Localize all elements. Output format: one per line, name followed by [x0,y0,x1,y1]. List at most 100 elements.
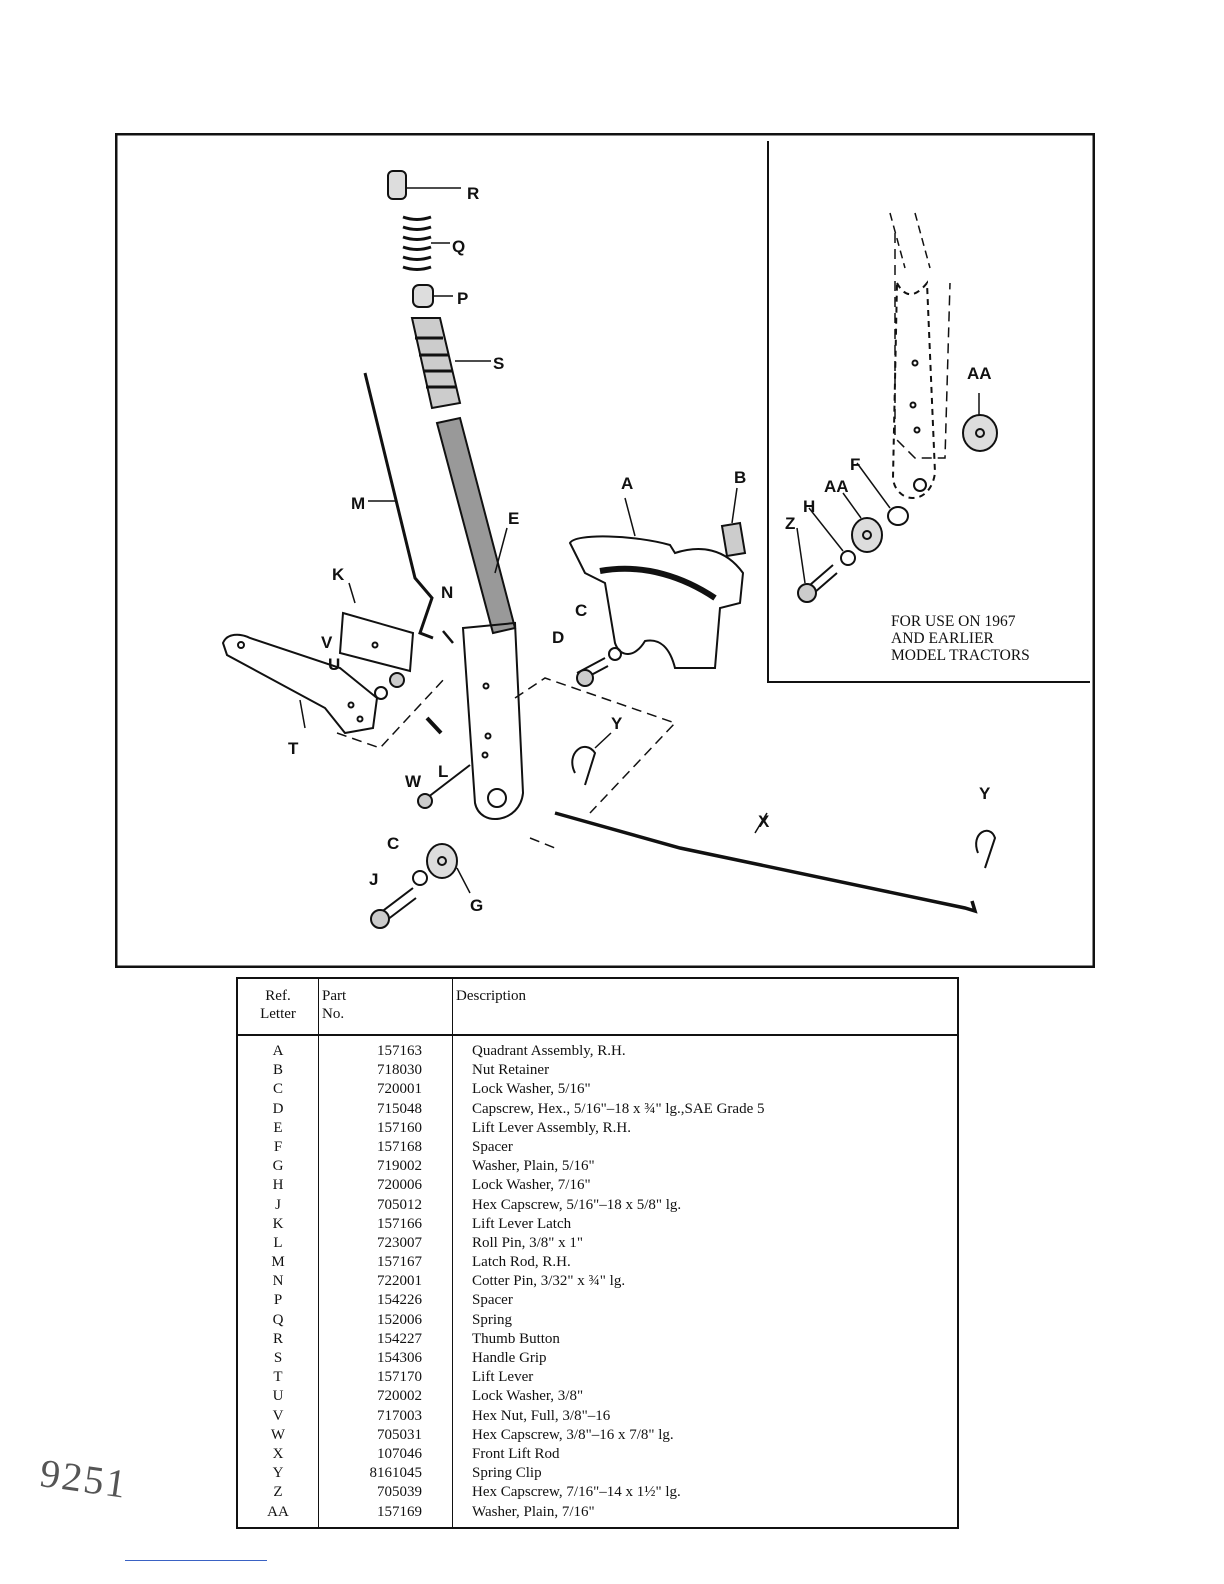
description-cell: Nut Retainer [472,1062,550,1079]
lift-lever-part [221,633,379,735]
inset-note-line: FOR USE ON 1967 [891,613,1016,630]
description-cell: Lift Lever [472,1369,534,1386]
description-cell: Lock Washer, 7/16" [472,1177,591,1194]
description-cell: Lift Lever Assembly, R.H. [472,1119,632,1136]
cotter-pin-part [442,630,454,644]
latch-rod-part [363,372,434,640]
hex-nut-part [389,672,405,688]
ref-letter-cell: B [272,1062,283,1079]
callout-aa-left: AA [824,477,849,496]
ref-letter-cell: Z [273,1484,283,1501]
ref-letter-cell: A [272,1043,284,1059]
callout-aa-right: AA [967,364,992,383]
header-part-line: No. [322,1006,345,1022]
hex-capscrew-w-part [417,764,471,809]
inset-hex-capscrew-part [797,564,838,603]
callout-y-right: Y [979,784,991,803]
alignment-guides [336,233,951,849]
callout-m: M [351,494,365,513]
lock-washer-3-8-part [374,686,388,700]
part-number-cell: 715048 [377,1100,422,1117]
ref-letter-cell: V [272,1407,284,1424]
part-number-cell: 157163 [377,1043,422,1059]
header-divider [238,1034,957,1036]
description-cell: Front Lift Rod [472,1445,560,1462]
description-cell: Washer, Plain, 5/16" [472,1158,595,1175]
inset-spacer-part [887,506,909,526]
callout-p: P [457,289,468,308]
ref-letter-cell: U [272,1388,284,1405]
thumb-button-part [387,170,461,200]
part-number-cell: 723007 [377,1234,422,1251]
bottom-rule [125,1560,267,1561]
part-number-cell: 157169 [377,1503,422,1520]
ref-letter-cell: C [272,1081,283,1098]
header-part-line: Part [322,988,347,1004]
part-number-cell: 154306 [377,1350,422,1366]
ref-letter-cell: P [273,1292,283,1309]
inset-plain-washer-2-part [851,517,883,553]
ref-letter-cell: E [273,1119,283,1136]
roll-pin-part [425,716,443,735]
lift-lever-latch-part [338,582,415,673]
spring-clip-right-part [975,829,997,869]
inset-note-line: AND EARLIER [891,630,994,647]
part-number-cell: 718030 [377,1062,422,1079]
ref-letter-cell: Y [272,1465,284,1482]
part-number-cell: 705031 [377,1426,422,1443]
description-cell: Capscrew, Hex., 5/16"–18 x ¾" lg.,SAE Gr… [472,1100,765,1117]
lock-washer-lower-part [412,870,428,886]
callout-l: L [438,762,448,781]
callout-w: W [405,772,422,791]
ref-letter-cell: L [273,1234,283,1251]
callout-x: X [758,812,770,831]
callout-q: Q [452,237,465,256]
part-number-cell: 705039 [377,1484,422,1501]
callout-j: J [369,870,378,889]
inset-border [767,141,1090,683]
callout-g: G [470,896,483,915]
ref-letter-cell: X [272,1445,284,1462]
description-cell: Hex Capscrew, 5/16"–18 x 5/8" lg. [472,1196,682,1213]
ref-letter-cell: T [273,1369,283,1386]
description-cell: Roll Pin, 3/8" x 1" [472,1234,584,1251]
callout-t: T [288,739,299,758]
callout-s: S [493,354,504,373]
plain-washer-part [426,843,471,894]
lift-lever-assembly-part [435,416,525,820]
spacer-part [412,284,453,308]
description-cell: Washer, Plain, 7/16" [472,1503,595,1520]
description-cell: Lift Lever Latch [472,1215,572,1232]
inset-note: FOR USE ON 1967 AND EARLIER MODEL TRACTO… [891,613,1081,664]
handle-grip-part [410,317,491,410]
part-number-cell: 8161045 [369,1465,423,1482]
part-number-cell: 705012 [377,1196,422,1213]
quadrant-assembly-part [568,497,745,669]
part-number-cell: 152006 [377,1311,422,1328]
diagram-border [115,133,1095,968]
part-number-cell: 157160 [377,1119,422,1136]
part-number-cell: 722001 [377,1273,422,1290]
part-number-cell: 107046 [377,1445,422,1462]
page-number: 9251 [37,1450,131,1507]
part-number-cell: 157170 [377,1369,422,1386]
part-number-cell: 157166 [377,1215,422,1232]
callout-a: A [621,474,633,493]
table-row: X 107046 Front Lift Rod [238,1445,957,1464]
callout-v: V [321,633,333,652]
